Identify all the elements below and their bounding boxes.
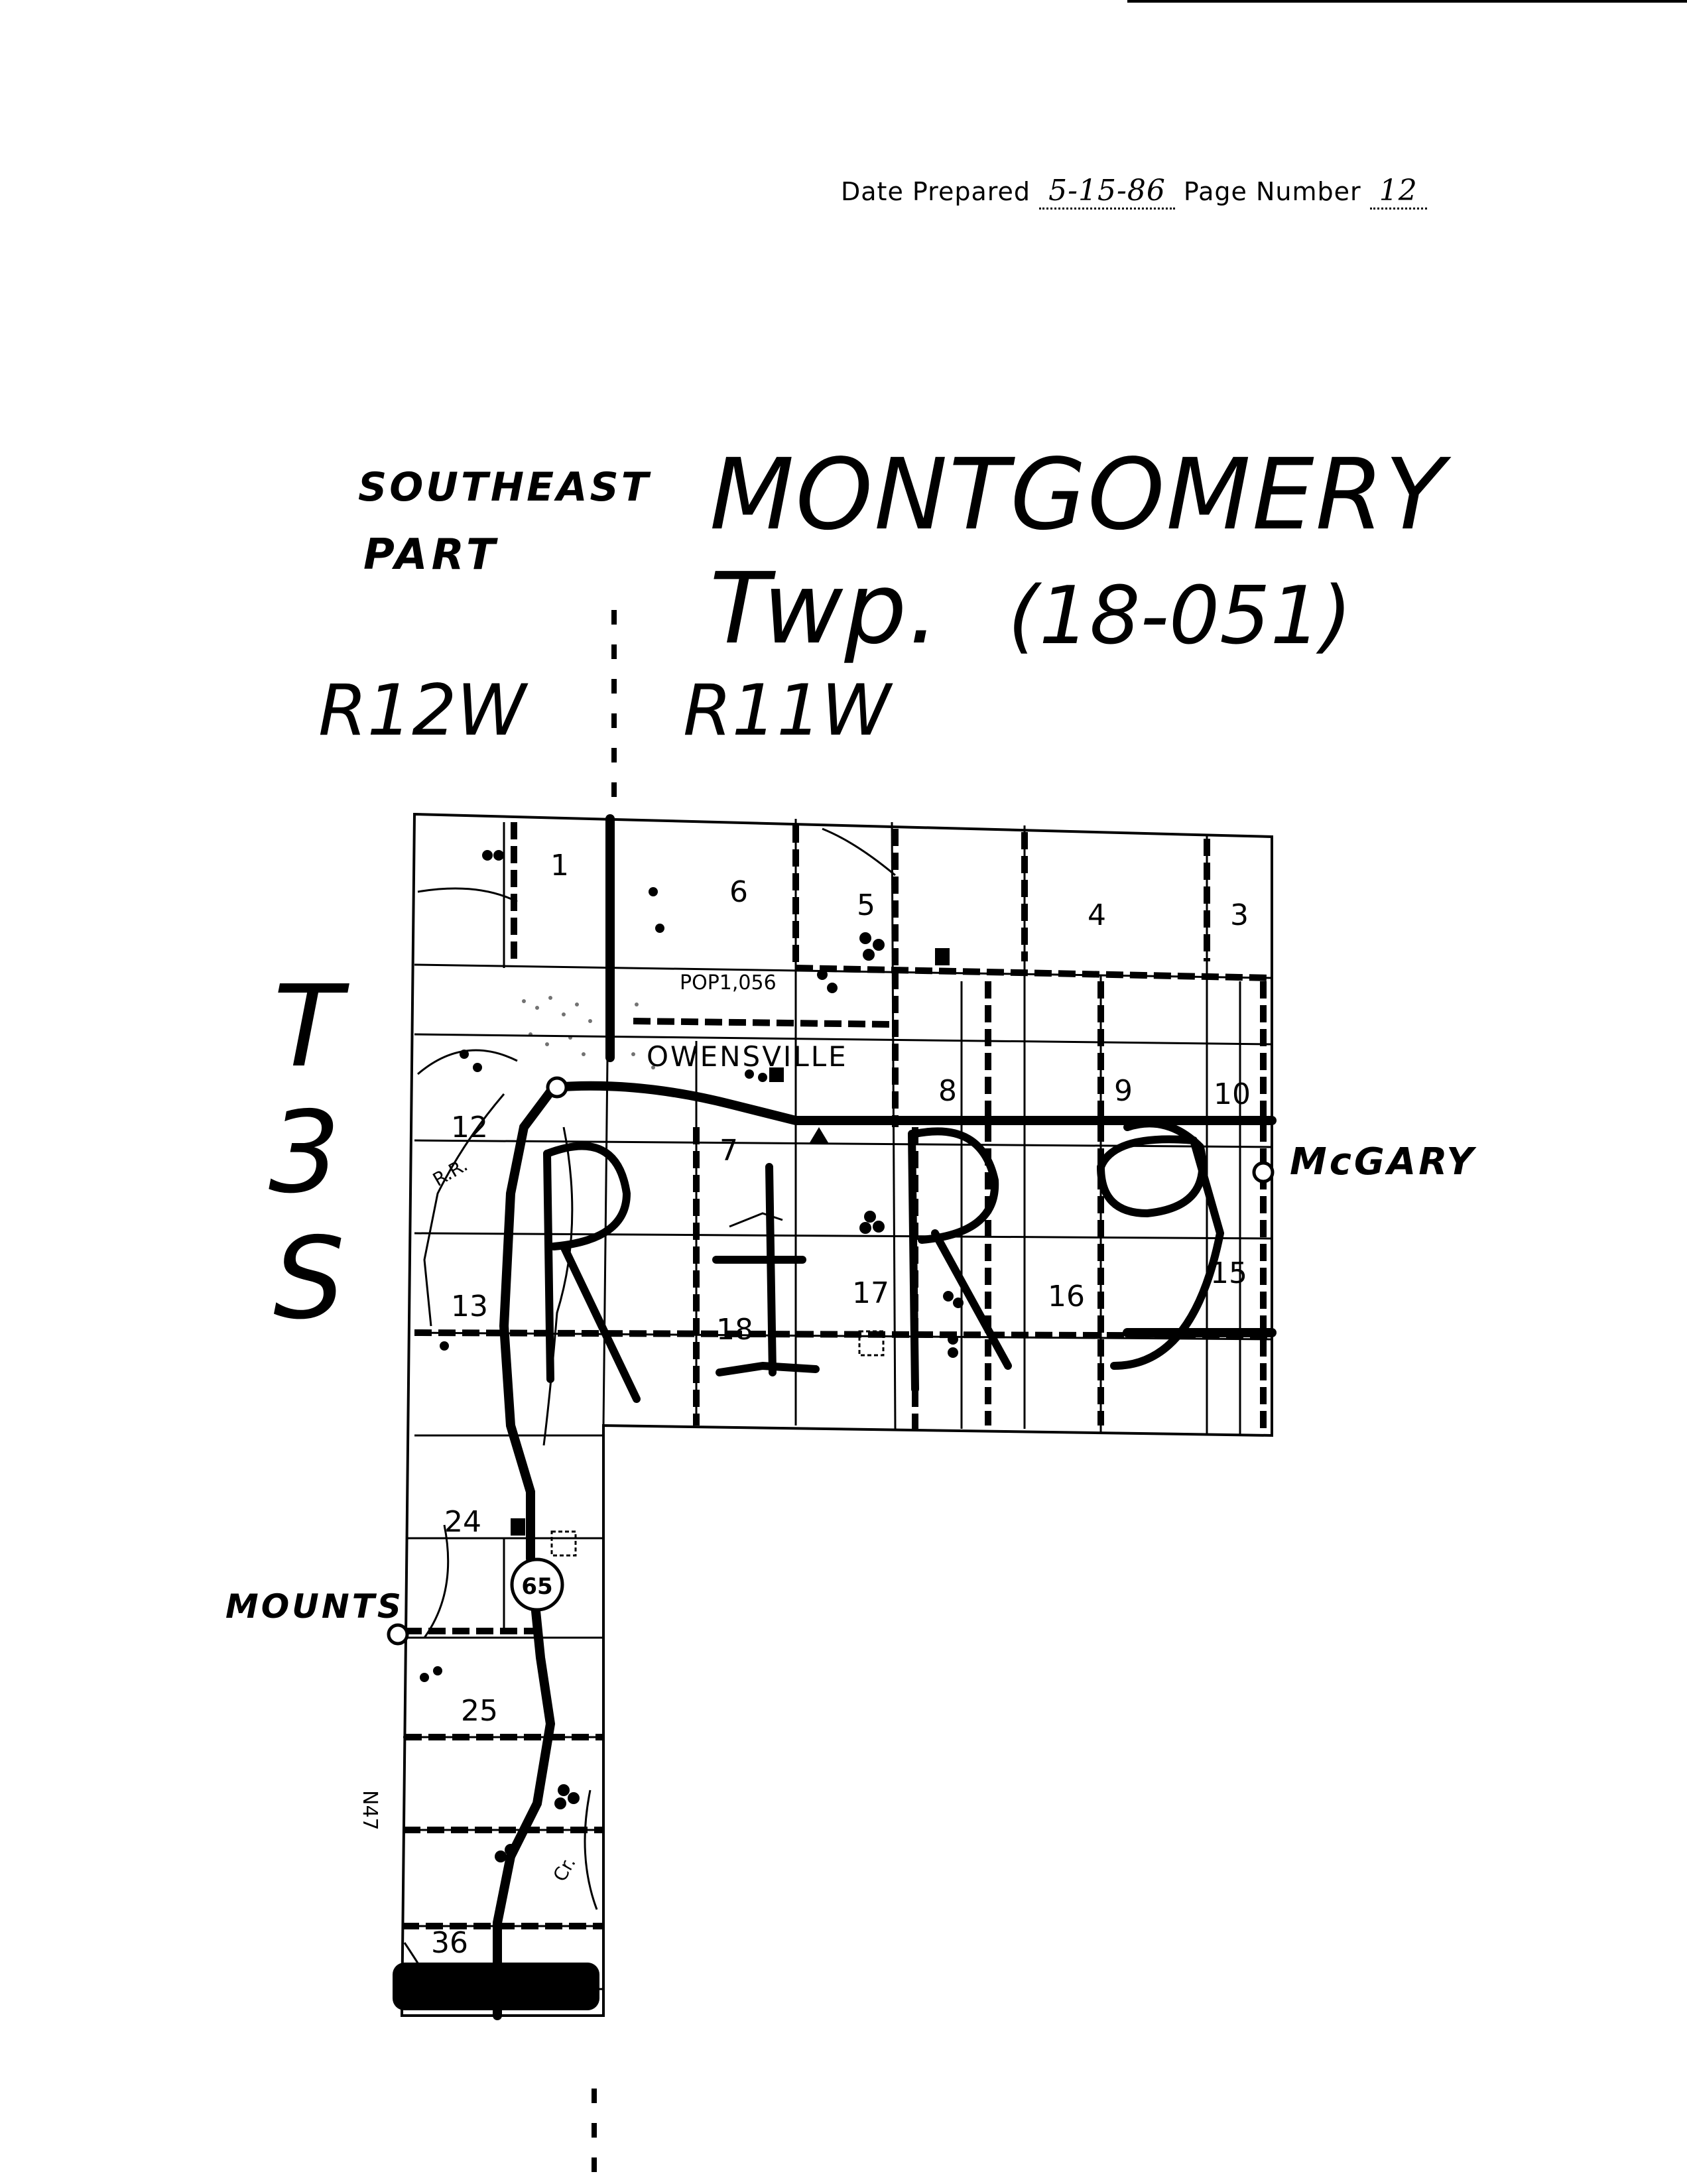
section-9: 9 bbox=[1114, 1074, 1133, 1108]
section-numbers: 1 6 5 4 3 12 7 8 9 10 13 18 17 16 15 24 … bbox=[431, 849, 1251, 1960]
town-population-label: POP1,056 bbox=[680, 971, 777, 995]
page-number-label: Page Number bbox=[1183, 177, 1361, 206]
section-4: 4 bbox=[1088, 898, 1106, 932]
section-16: 16 bbox=[1048, 1280, 1085, 1313]
section-8: 8 bbox=[938, 1074, 957, 1108]
township-letter-t: T bbox=[273, 961, 342, 1093]
section-13: 13 bbox=[451, 1290, 488, 1323]
map-outline bbox=[400, 812, 1273, 2017]
township-name: MONTGOMERY Twp. bbox=[710, 438, 1446, 666]
section-17: 17 bbox=[852, 1276, 889, 1310]
section-5: 5 bbox=[857, 888, 875, 922]
section-24: 24 bbox=[444, 1505, 481, 1539]
owensville-junction-icon bbox=[546, 1076, 568, 1099]
place-label-mounts: MOUNTS bbox=[225, 1587, 404, 1626]
section-6: 6 bbox=[729, 875, 748, 909]
date-prepared-value: 5-15-86 bbox=[1039, 174, 1175, 210]
owensville-town-area bbox=[522, 996, 655, 1089]
mounts-point-icon bbox=[387, 1623, 409, 1646]
section-10: 10 bbox=[1214, 1077, 1251, 1111]
section-25: 25 bbox=[461, 1694, 498, 1728]
part-label-line-2: PART bbox=[363, 530, 499, 579]
header-line: Date Prepared 5-15-86 Page Number 12 bbox=[841, 174, 1427, 210]
annotation-r1-r9-text: R1-R9 bbox=[729, 1266, 731, 1267]
highway-shield-label: 65 bbox=[521, 1573, 552, 1600]
highway-shield: 65 bbox=[510, 1557, 564, 1612]
building-markers bbox=[420, 850, 964, 1862]
church-icon bbox=[511, 948, 950, 1536]
railroad-label: R.R. bbox=[429, 1154, 471, 1191]
part-label-line-1: SOUTHEAST bbox=[358, 464, 651, 511]
township-code: (18-051) bbox=[1008, 570, 1352, 662]
map-bottom-bar bbox=[393, 1963, 599, 2010]
mcgary-point-icon bbox=[1252, 1161, 1275, 1183]
section-3: 3 bbox=[1230, 898, 1249, 932]
cemetery-icon bbox=[550, 1330, 885, 1557]
section-18: 18 bbox=[716, 1313, 753, 1347]
section-7: 7 bbox=[719, 1134, 738, 1168]
section-1: 1 bbox=[550, 849, 569, 882]
range-label-east: R11W bbox=[683, 670, 891, 751]
annotation-r1-r9-overlay bbox=[543, 1119, 1224, 1403]
date-prepared-label: Date Prepared bbox=[841, 177, 1031, 206]
township-letter-s: S bbox=[273, 1213, 345, 1345]
section-12: 12 bbox=[451, 1111, 488, 1144]
range-label-west: R12W bbox=[318, 670, 527, 751]
section-36: 36 bbox=[431, 1926, 468, 1960]
section-grid bbox=[402, 815, 1273, 1927]
road-label-n47: N47 bbox=[358, 1790, 381, 1831]
place-label-mcgary: McGARY bbox=[1290, 1140, 1476, 1183]
main-roads bbox=[493, 814, 1277, 2020]
creek-label: Cr. bbox=[548, 1853, 580, 1886]
town-label-owensville: OWENSVILLE bbox=[647, 1040, 848, 1073]
page-number-value: 12 bbox=[1369, 174, 1427, 210]
township-number-3: 3 bbox=[269, 1087, 341, 1219]
